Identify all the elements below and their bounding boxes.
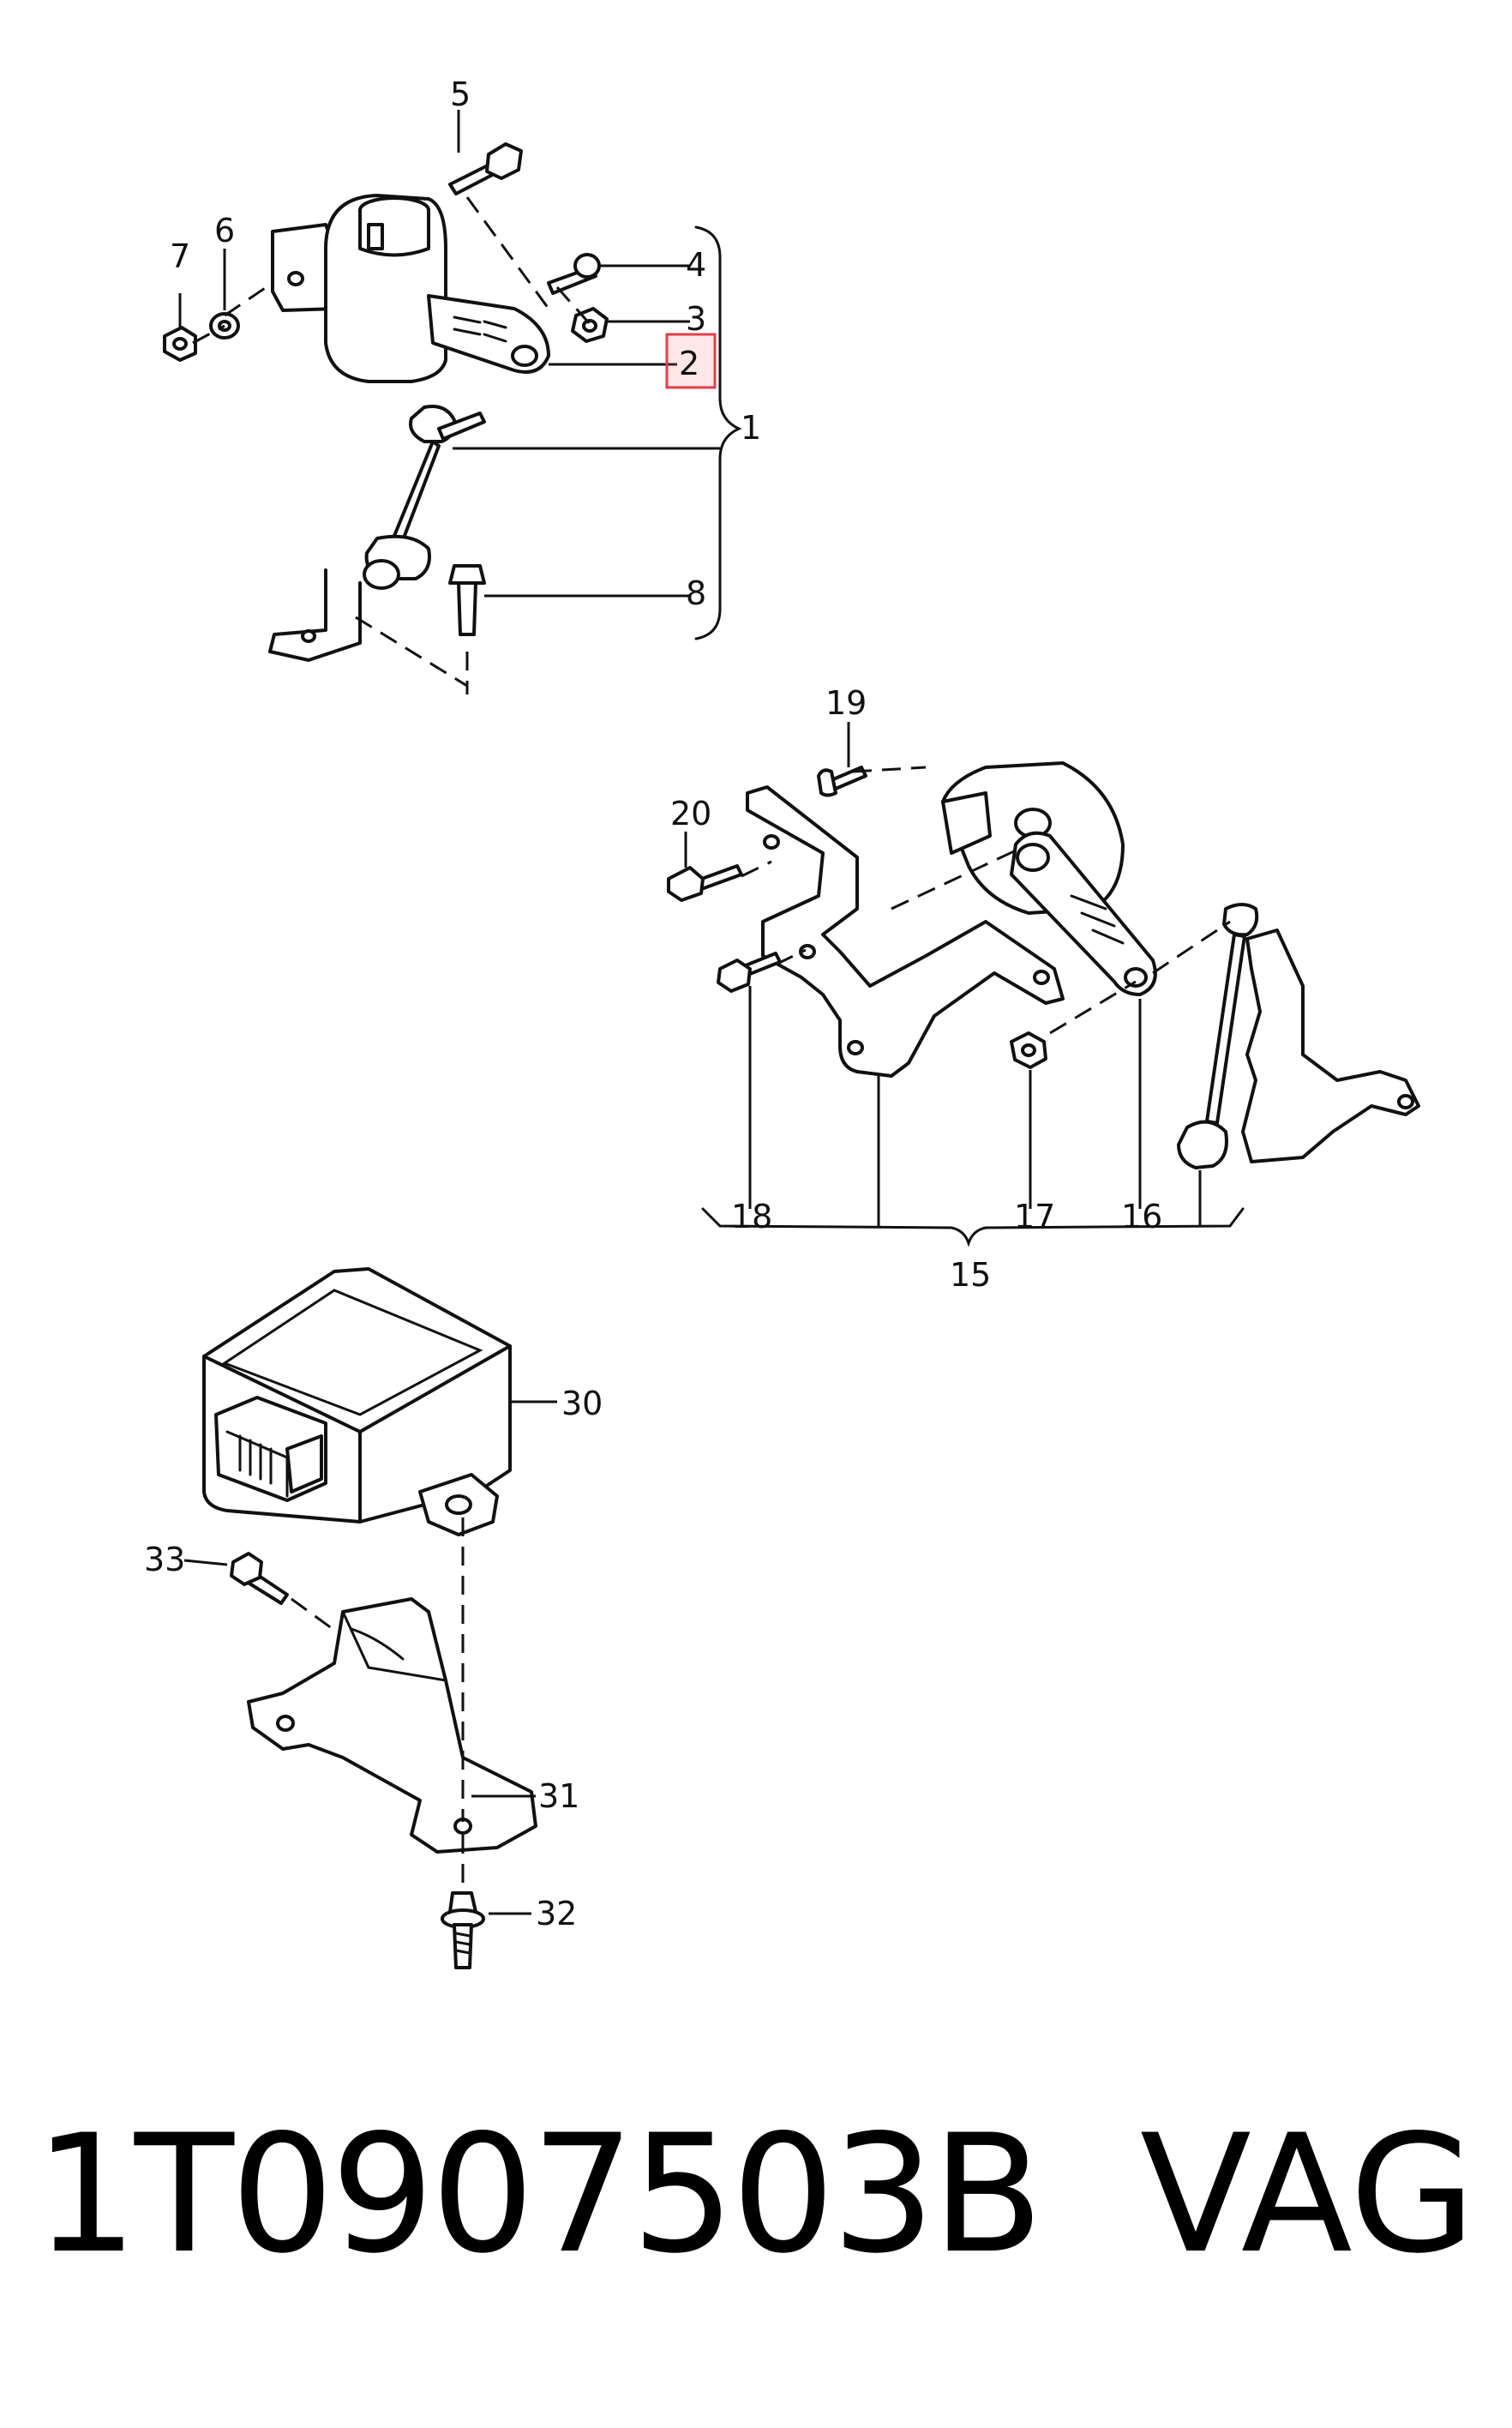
callout-7: 7 — [170, 237, 190, 275]
coupling-rod-15-lower-ball — [1177, 1120, 1228, 1169]
exploded-parts-diagram: 5 6 7 4 3 2 1 8 — [144, 75, 1420, 1969]
callout-3: 3 — [686, 300, 706, 338]
callout-8: 8 — [686, 574, 706, 612]
callout-15: 15 — [950, 1256, 991, 1294]
callout-33: 33 — [144, 1541, 185, 1578]
bolt-19 — [817, 766, 867, 797]
callout-32: 32 — [536, 1895, 577, 1932]
lower-mount-15 — [1241, 929, 1420, 1163]
callout-19: 19 — [825, 684, 867, 722]
nut-3 — [571, 307, 609, 343]
bolt-4 — [547, 253, 601, 295]
part-number: 1T0907503B — [34, 2100, 1043, 2289]
callout-31: 31 — [538, 1777, 579, 1815]
callout-17: 17 — [1014, 1198, 1055, 1235]
callout-6: 6 — [214, 212, 235, 249]
callout-1: 1 — [741, 409, 761, 447]
callout-4: 4 — [686, 246, 706, 284]
callout-18: 18 — [731, 1198, 772, 1235]
screw-32 — [441, 1891, 485, 1969]
sensor-carrier-bracket — [746, 785, 1065, 1078]
coupling-rod — [393, 440, 441, 542]
control-unit-assembly — [183, 1267, 557, 1969]
nut-17 — [1010, 1031, 1047, 1069]
sensor-assembly-15 — [667, 722, 1420, 1247]
brand-name: VAG — [1140, 2100, 1476, 2289]
callout-16: 16 — [1121, 1198, 1162, 1235]
callout-30: 30 — [561, 1385, 603, 1422]
sensor-assembly-1 — [163, 110, 742, 694]
callout-5: 5 — [450, 75, 471, 113]
bolt-18 — [717, 952, 782, 993]
lower-mount-bracket — [268, 568, 362, 662]
bolt-5 — [448, 142, 523, 195]
coupling-rod-15 — [1205, 933, 1246, 1125]
bolt-33 — [230, 1552, 289, 1605]
stud-bolt-8 — [448, 564, 486, 636]
footer: 1T0907503B VAG — [34, 2092, 1491, 2349]
callout-20: 20 — [670, 795, 711, 832]
nut-7 — [163, 326, 197, 362]
bolt-20 — [667, 864, 743, 902]
coupling-rod-15-upper-ball — [1222, 903, 1259, 937]
callout-2: 2 — [679, 345, 699, 382]
callout-2-highlight — [665, 333, 717, 389]
